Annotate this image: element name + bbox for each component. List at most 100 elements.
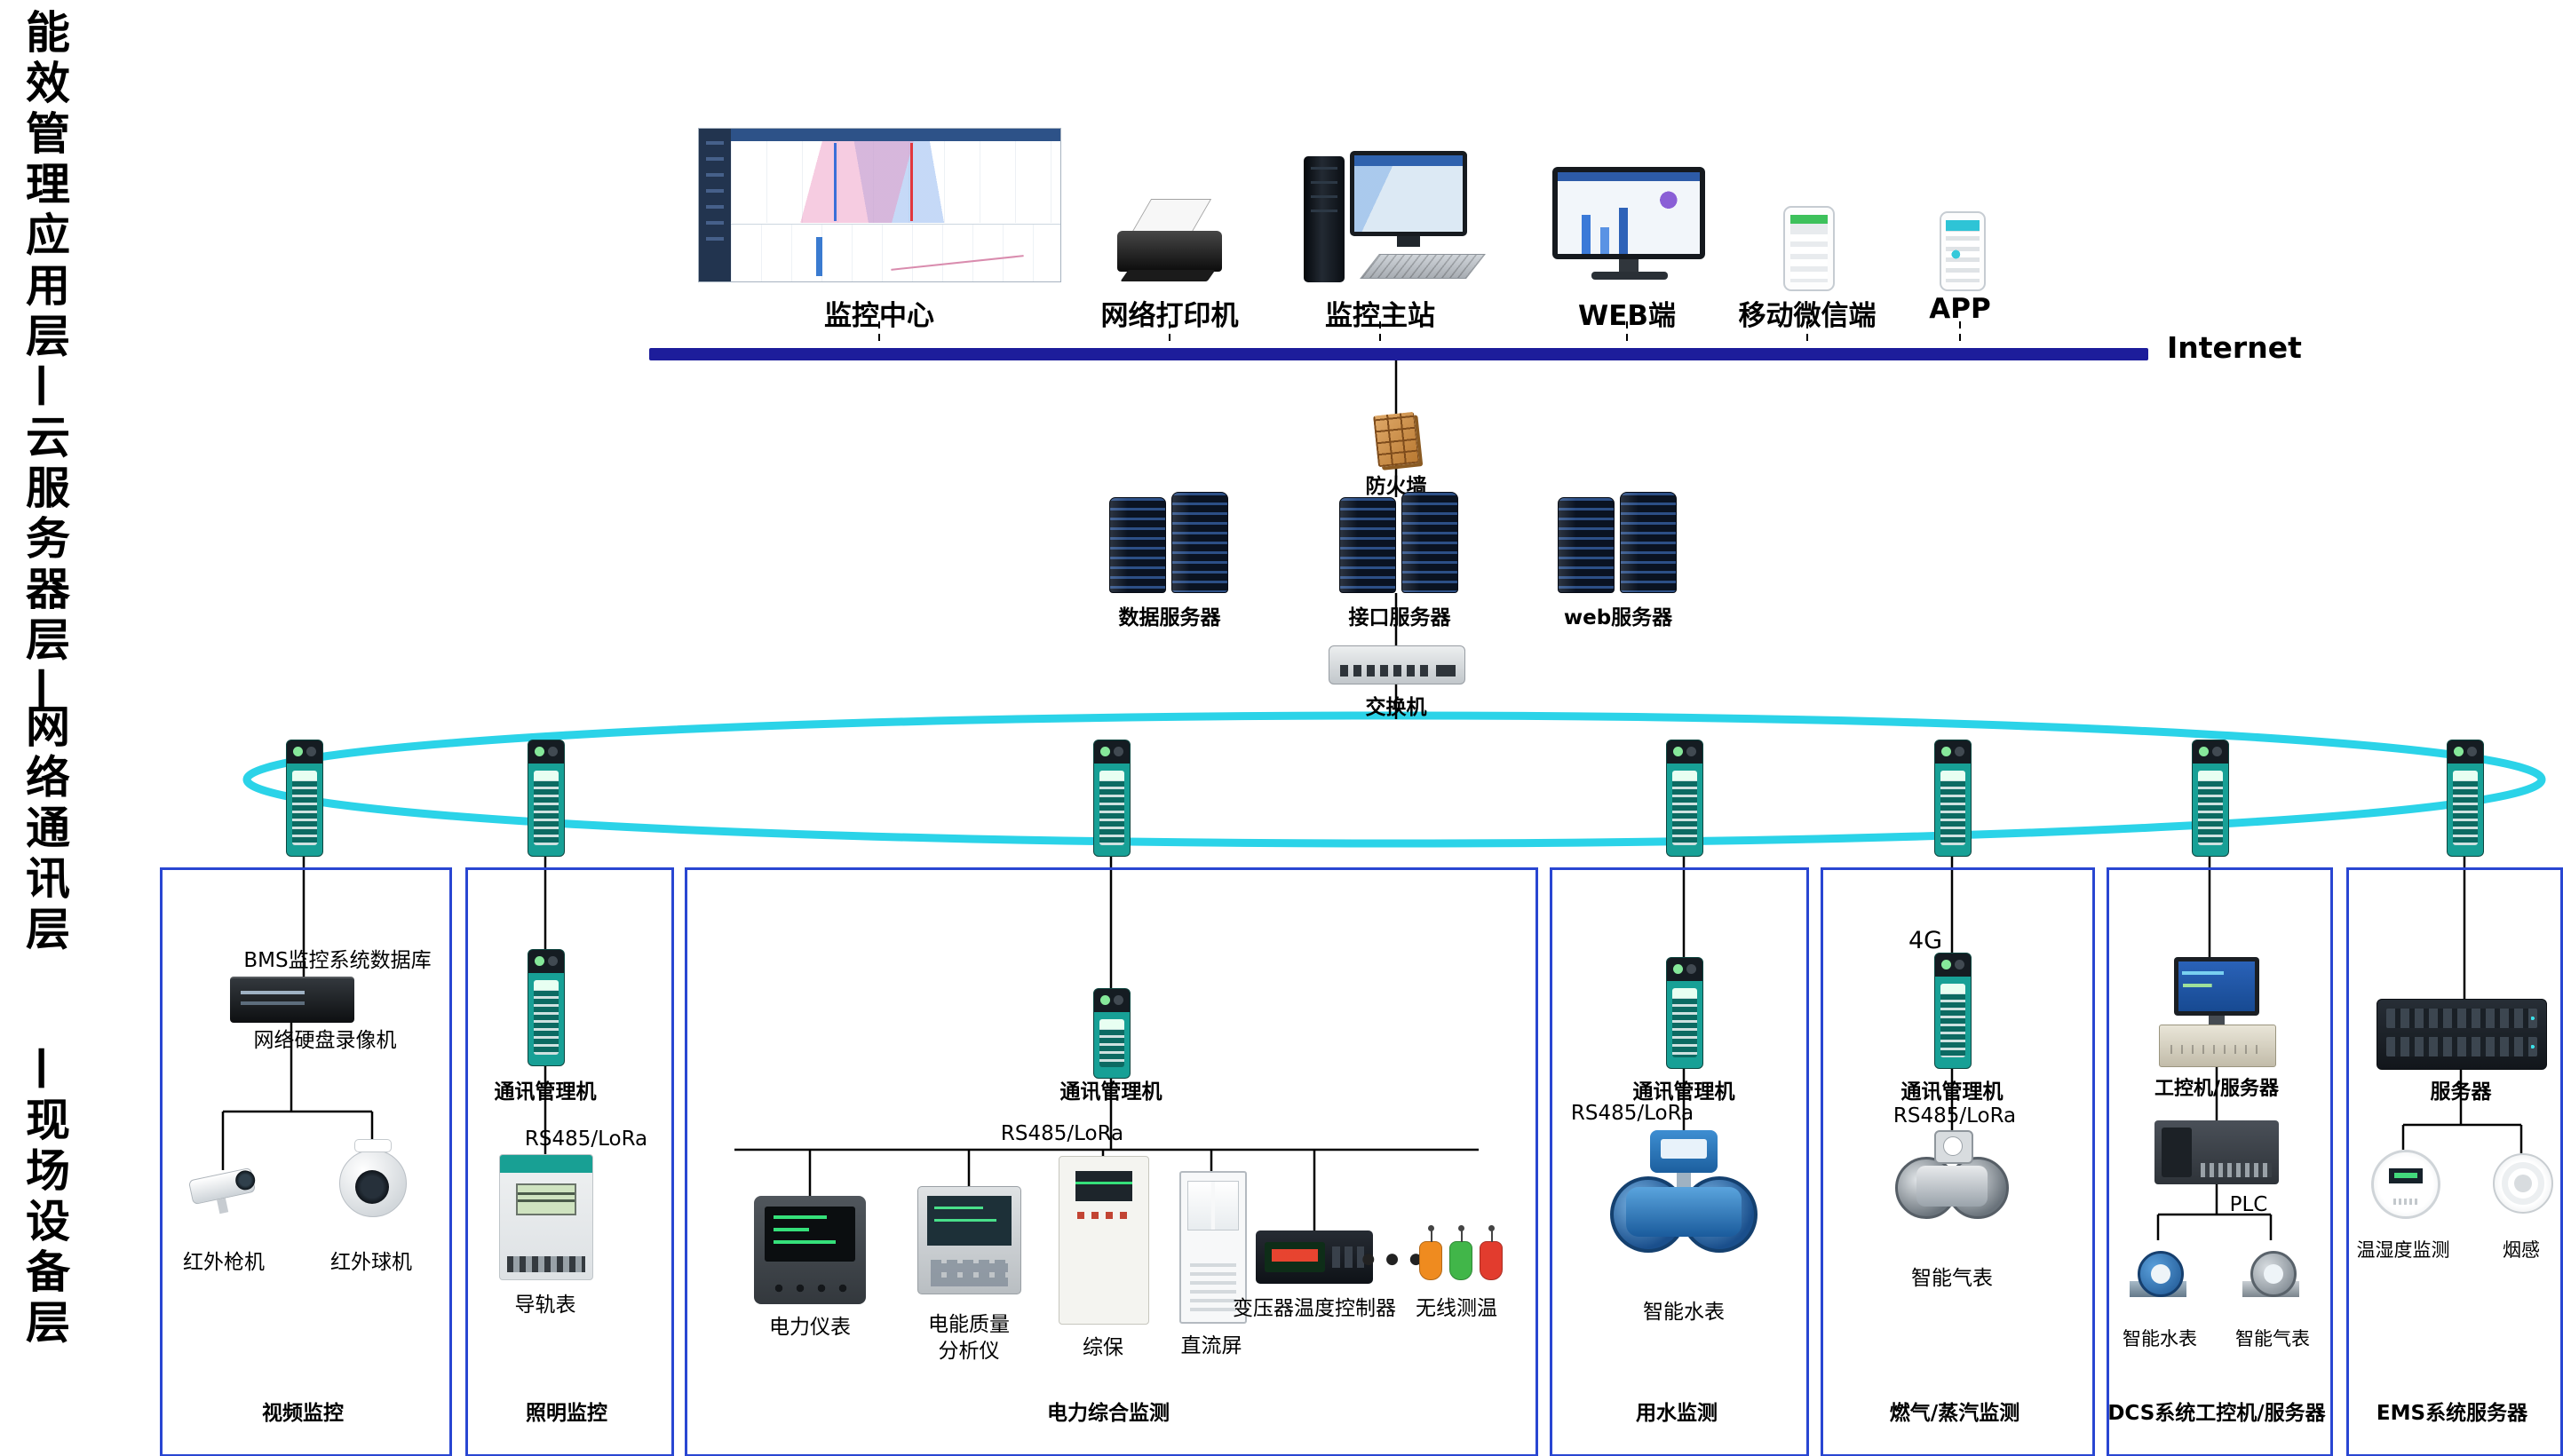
lighting-gateway-icon	[528, 949, 565, 1066]
internet-label: Internet	[2167, 330, 2302, 365]
protection-relay-icon	[1059, 1156, 1149, 1325]
zone-ems-system	[2346, 867, 2563, 1456]
transformer-temp-controller-label: 变压器温度控制器	[1233, 1297, 1396, 1320]
nvr-label: 网络硬盘录像机	[253, 1029, 397, 1052]
ring-gateway-dcs	[2192, 740, 2229, 857]
wechat-terminal-label: 移动微信端	[1738, 300, 1877, 332]
zone-dcs-system	[2107, 867, 2333, 1456]
nvr-icon	[230, 977, 354, 1023]
zone-title-video: 视频监控	[262, 1402, 344, 1425]
screenshot-topbar	[731, 129, 1060, 141]
zone-title-power: 电力综合监测	[1047, 1402, 1170, 1425]
printer-tray	[1120, 270, 1216, 281]
power-meter-icon	[754, 1196, 866, 1304]
zone-video-monitoring	[160, 867, 452, 1456]
layer-caption-application-cloud: 能效管理应用层—云服务器层—	[19, 9, 70, 717]
din-rail-meter-icon	[499, 1154, 593, 1280]
network-ring	[242, 711, 2546, 848]
web-server-icon	[1556, 492, 1680, 593]
ipc-label: 工控机/服务器	[2154, 1078, 2280, 1100]
printer-body	[1117, 231, 1222, 272]
gasmeter-body	[1916, 1166, 1988, 1207]
plc-label: PLC	[2229, 1193, 2268, 1216]
master-station-tower	[1304, 156, 1345, 282]
web-server-label: web服务器	[1563, 606, 1673, 629]
temp-humidity-sensor-icon	[2371, 1150, 2440, 1219]
web-terminal-label: WEB端	[1578, 300, 1676, 332]
mini-water-meter-icon	[2130, 1240, 2186, 1315]
master-station-monitor	[1350, 151, 1467, 247]
ring-gateway-water	[1666, 740, 1703, 857]
power-meter-label: 电力仪表	[769, 1316, 851, 1339]
ems-server-icon	[2377, 999, 2547, 1070]
temp-humidity-label: 温湿度监测	[2356, 1239, 2450, 1261]
zone-title-gas: 燃气/蒸汽监测	[1889, 1402, 2020, 1425]
screenshot-chart-area	[731, 224, 1060, 281]
data-server-icon	[1107, 492, 1232, 593]
zone-power-monitoring	[685, 867, 1538, 1456]
screenshot-marker-red	[910, 143, 913, 221]
plc-icon	[2154, 1120, 2279, 1184]
din-rail-meter-label: 导轨表	[514, 1294, 576, 1317]
firewall-icon	[1373, 411, 1419, 468]
server-tower	[1620, 492, 1677, 593]
network-printer-label: 网络打印机	[1100, 300, 1239, 332]
ipc-monitor-icon	[2174, 957, 2259, 1025]
network-printer-icon	[1117, 199, 1226, 288]
master-station-label: 监控主站	[1325, 300, 1435, 332]
lighting-bus-label: RS485/LoRa	[524, 1128, 648, 1151]
power-gateway-icon	[1093, 988, 1131, 1079]
flowmeter-head	[1650, 1130, 1718, 1173]
power-bus-label: RS485/LoRa	[1000, 1122, 1124, 1145]
flowmeter-body	[1626, 1187, 1742, 1237]
data-server-label: 数据服务器	[1118, 606, 1221, 629]
wireless-temp-sensor-green	[1449, 1225, 1472, 1280]
ipc-chassis-icon	[2159, 1025, 2276, 1067]
dcs-gas-meter-label: 智能气表	[2235, 1328, 2310, 1349]
server-tower	[1171, 492, 1228, 593]
app-phone-icon	[1940, 211, 1986, 291]
gas-bus-label: RS485/LoRa	[1892, 1104, 2017, 1128]
lighting-gateway-label: 通讯管理机	[494, 1080, 597, 1104]
water-gateway-icon	[1666, 957, 1703, 1069]
ems-server-label: 服务器	[2430, 1080, 2492, 1104]
interface-server-label: 接口服务器	[1348, 606, 1451, 629]
zone-title-ems: EMS系统服务器	[2376, 1402, 2528, 1425]
smoke-detector-label: 烟感	[2503, 1239, 2540, 1261]
wechat-phone-icon	[1783, 206, 1835, 291]
zone-lighting-monitoring	[465, 867, 674, 1456]
internet-bus-bar	[649, 348, 2148, 360]
ring-gateway-lighting	[528, 740, 565, 857]
switch-icon	[1329, 645, 1465, 684]
server-tower	[1109, 497, 1166, 593]
bms-database-label: BMS监控系统数据库	[243, 949, 432, 972]
wireless-temp-sensor-orange	[1419, 1225, 1442, 1280]
pq-analyzer-icon	[917, 1186, 1021, 1294]
interface-server-icon	[1337, 492, 1462, 593]
layer-caption-network: 网络通讯层	[19, 703, 70, 956]
transformer-temp-controller-icon	[1256, 1230, 1373, 1284]
ring-gateway-ems	[2447, 740, 2484, 857]
water-bus-label: RS485/LoRa	[1570, 1102, 1694, 1125]
bullet-camera-label: 红外枪机	[183, 1251, 265, 1274]
4g-tag: 4G	[1908, 927, 1943, 954]
protection-relay-label: 综保	[1083, 1336, 1123, 1359]
flowmeter-neck	[1677, 1173, 1691, 1189]
dome-camera-icon	[339, 1139, 407, 1217]
water-gateway-label: 通讯管理机	[1632, 1080, 1735, 1104]
master-station-keyboard	[1360, 254, 1486, 279]
zone-gas-steam-monitoring	[1821, 867, 2095, 1456]
smoke-detector-icon	[2493, 1153, 2553, 1214]
smart-water-meter-label: 智能水表	[1643, 1301, 1725, 1324]
gas-gateway-label: 通讯管理机	[1900, 1080, 2004, 1104]
screenshot-sidebar	[699, 129, 731, 281]
app-label: APP	[1929, 293, 1991, 325]
ellipsis-dots: ● ● ●	[1361, 1250, 1425, 1268]
gasmeter-gauge	[1934, 1130, 1973, 1164]
web-terminal-monitor	[1552, 167, 1705, 273]
server-tower	[1558, 497, 1615, 593]
screenshot-gantt-area	[731, 141, 1060, 223]
zone-water-monitoring	[1550, 867, 1809, 1456]
